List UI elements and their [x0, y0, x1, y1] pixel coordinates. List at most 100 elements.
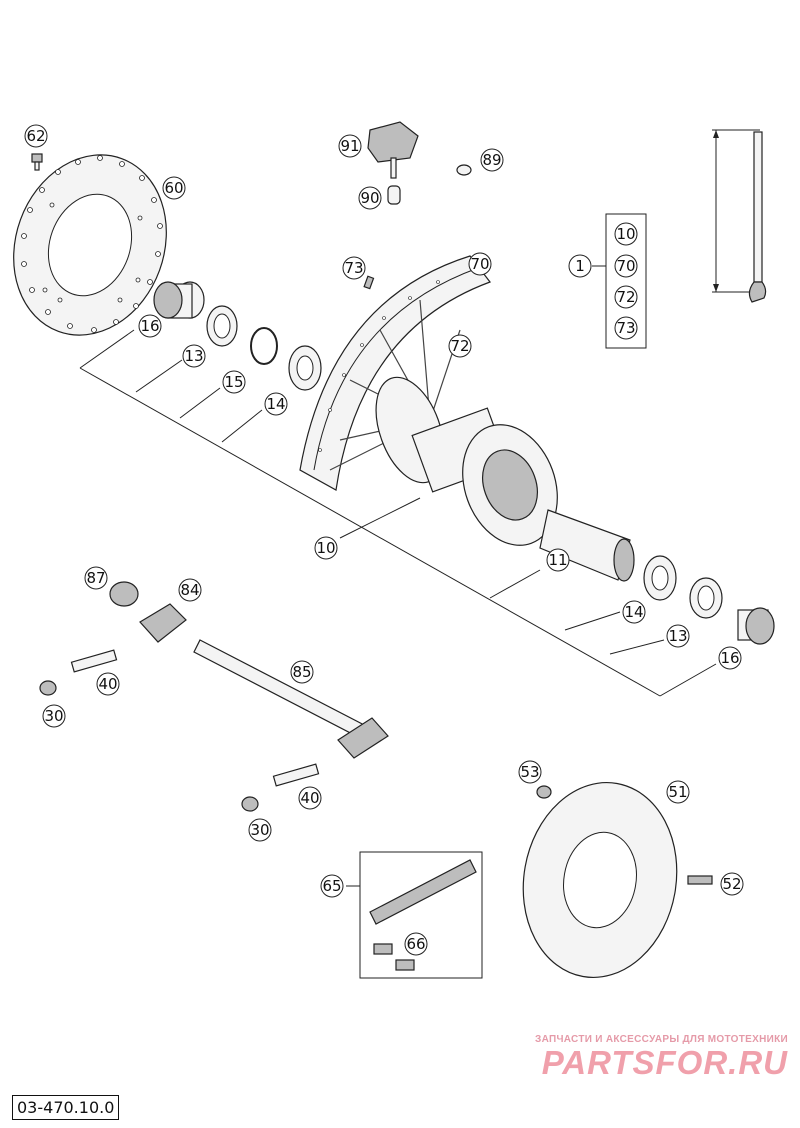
chain-adjuster-left[interactable] [139, 603, 187, 643]
chain-joint[interactable] [373, 943, 415, 971]
callout-14-lower: 14 [622, 600, 646, 624]
spoke-length-indicator [712, 129, 767, 303]
callout-13-lower: 13 [666, 624, 690, 648]
left-shaft-seal[interactable] [206, 305, 238, 347]
callout-66: 66 [404, 932, 428, 956]
svg-text:15: 15 [224, 373, 243, 391]
callout-62: 62 [24, 124, 48, 148]
svg-text:40: 40 [98, 675, 117, 693]
svg-text:30: 30 [44, 707, 63, 725]
disc-bolt[interactable] [31, 153, 43, 171]
svg-text:85: 85 [292, 663, 311, 681]
callout-kit-item: 73 [614, 316, 638, 340]
callout-70: 70 [468, 252, 492, 276]
svg-text:16: 16 [140, 317, 159, 335]
callout-kit-main: 1 [568, 254, 592, 278]
callout-84: 84 [178, 578, 202, 602]
kit-box [592, 213, 647, 349]
callout-60: 60 [162, 176, 186, 200]
watermark-brand: PARTSFOR.RU [541, 1044, 788, 1081]
svg-text:11: 11 [548, 551, 567, 569]
callout-91: 91 [338, 134, 362, 158]
callout-65: 65 [320, 874, 344, 898]
callout-53: 53 [518, 760, 542, 784]
chain-box [346, 851, 483, 979]
svg-text:60: 60 [164, 179, 183, 197]
callout-40-left: 40 [96, 672, 120, 696]
svg-text:30: 30 [250, 821, 269, 839]
axle-nut[interactable] [109, 581, 139, 607]
callout-72: 72 [448, 334, 472, 358]
callout-30-left: 30 [42, 704, 66, 728]
svg-text:90: 90 [360, 189, 379, 207]
right-bearing[interactable] [643, 555, 677, 601]
callout-kit-item: 10 [614, 222, 638, 246]
svg-text:14: 14 [624, 603, 643, 621]
nut-left[interactable] [39, 680, 57, 696]
svg-text:14: 14 [266, 395, 285, 413]
nut-right[interactable] [241, 796, 259, 812]
callout-90: 90 [358, 186, 382, 210]
svg-text:62: 62 [26, 127, 45, 145]
callout-52: 52 [720, 872, 744, 896]
svg-text:16: 16 [720, 649, 739, 667]
svg-text:10: 10 [316, 539, 335, 557]
svg-text:51: 51 [668, 783, 687, 801]
callout-13-upper: 13 [182, 344, 206, 368]
rubber-plug[interactable] [456, 164, 472, 176]
svg-text:10: 10 [616, 225, 635, 243]
svg-text:89: 89 [482, 151, 501, 169]
right-shaft-seal[interactable] [689, 577, 723, 619]
callout-15: 15 [222, 370, 246, 394]
left-bearing[interactable] [288, 345, 322, 391]
svg-text:66: 66 [406, 935, 425, 953]
spoke-nipple[interactable] [363, 275, 375, 290]
sprocket-bolt[interactable] [687, 875, 713, 885]
drive-chain[interactable] [369, 859, 477, 925]
right-spacer[interactable] [737, 607, 775, 645]
hub-spacer-tube[interactable] [539, 509, 635, 582]
diagram-code: 03-470.10.0 [12, 1095, 120, 1120]
adjusting-screw-right[interactable] [272, 763, 320, 787]
wheel-axle[interactable] [193, 639, 371, 741]
callout-40-right: 40 [298, 786, 322, 810]
svg-text:52: 52 [722, 875, 741, 893]
svg-text:13: 13 [668, 627, 687, 645]
callout-73: 73 [342, 256, 366, 280]
rear-sprocket[interactable] [508, 770, 692, 989]
chain-adjuster-right[interactable] [337, 717, 389, 759]
svg-text:70: 70 [470, 255, 489, 273]
sprocket-nut[interactable] [536, 785, 552, 799]
callout-89: 89 [480, 148, 504, 172]
callout-51: 51 [666, 780, 690, 804]
rim-lock-nut[interactable] [387, 185, 401, 205]
callout-30-right: 30 [248, 818, 272, 842]
svg-text:65: 65 [322, 877, 341, 895]
callout-16-lower: 16 [718, 646, 742, 670]
brake-disc[interactable] [0, 133, 191, 357]
svg-text:84: 84 [180, 581, 199, 599]
callout-kit-item: 70 [614, 254, 638, 278]
callout-16-upper: 16 [138, 314, 162, 338]
rim-lock[interactable] [367, 121, 419, 179]
leader-lines [79, 329, 717, 697]
svg-text:70: 70 [616, 257, 635, 275]
watermark-tagline: ЗАПЧАСТИ И АКСЕССУАРЫ ДЛЯ МОТОТЕХНИКИ [535, 1034, 788, 1045]
svg-text:40: 40 [300, 789, 319, 807]
svg-text:53: 53 [520, 763, 539, 781]
svg-text:13: 13 [184, 347, 203, 365]
wheel-hub[interactable] [363, 368, 573, 559]
callout-14-upper: 14 [264, 392, 288, 416]
svg-text:73: 73 [616, 319, 635, 337]
watermark: ЗАПЧАСТИ И АКСЕССУАРЫ ДЛЯ МОТОТЕХНИКИ PA… [488, 1034, 788, 1081]
callout-kit-item: 72 [614, 285, 638, 309]
circlip[interactable] [250, 327, 278, 365]
svg-text:72: 72 [450, 337, 469, 355]
svg-text:73: 73 [344, 259, 363, 277]
adjusting-screw-left[interactable] [70, 649, 118, 673]
callout-11: 11 [546, 548, 570, 572]
svg-text:72: 72 [616, 288, 635, 306]
svg-text:91: 91 [340, 137, 359, 155]
left-spacer[interactable] [153, 281, 205, 319]
